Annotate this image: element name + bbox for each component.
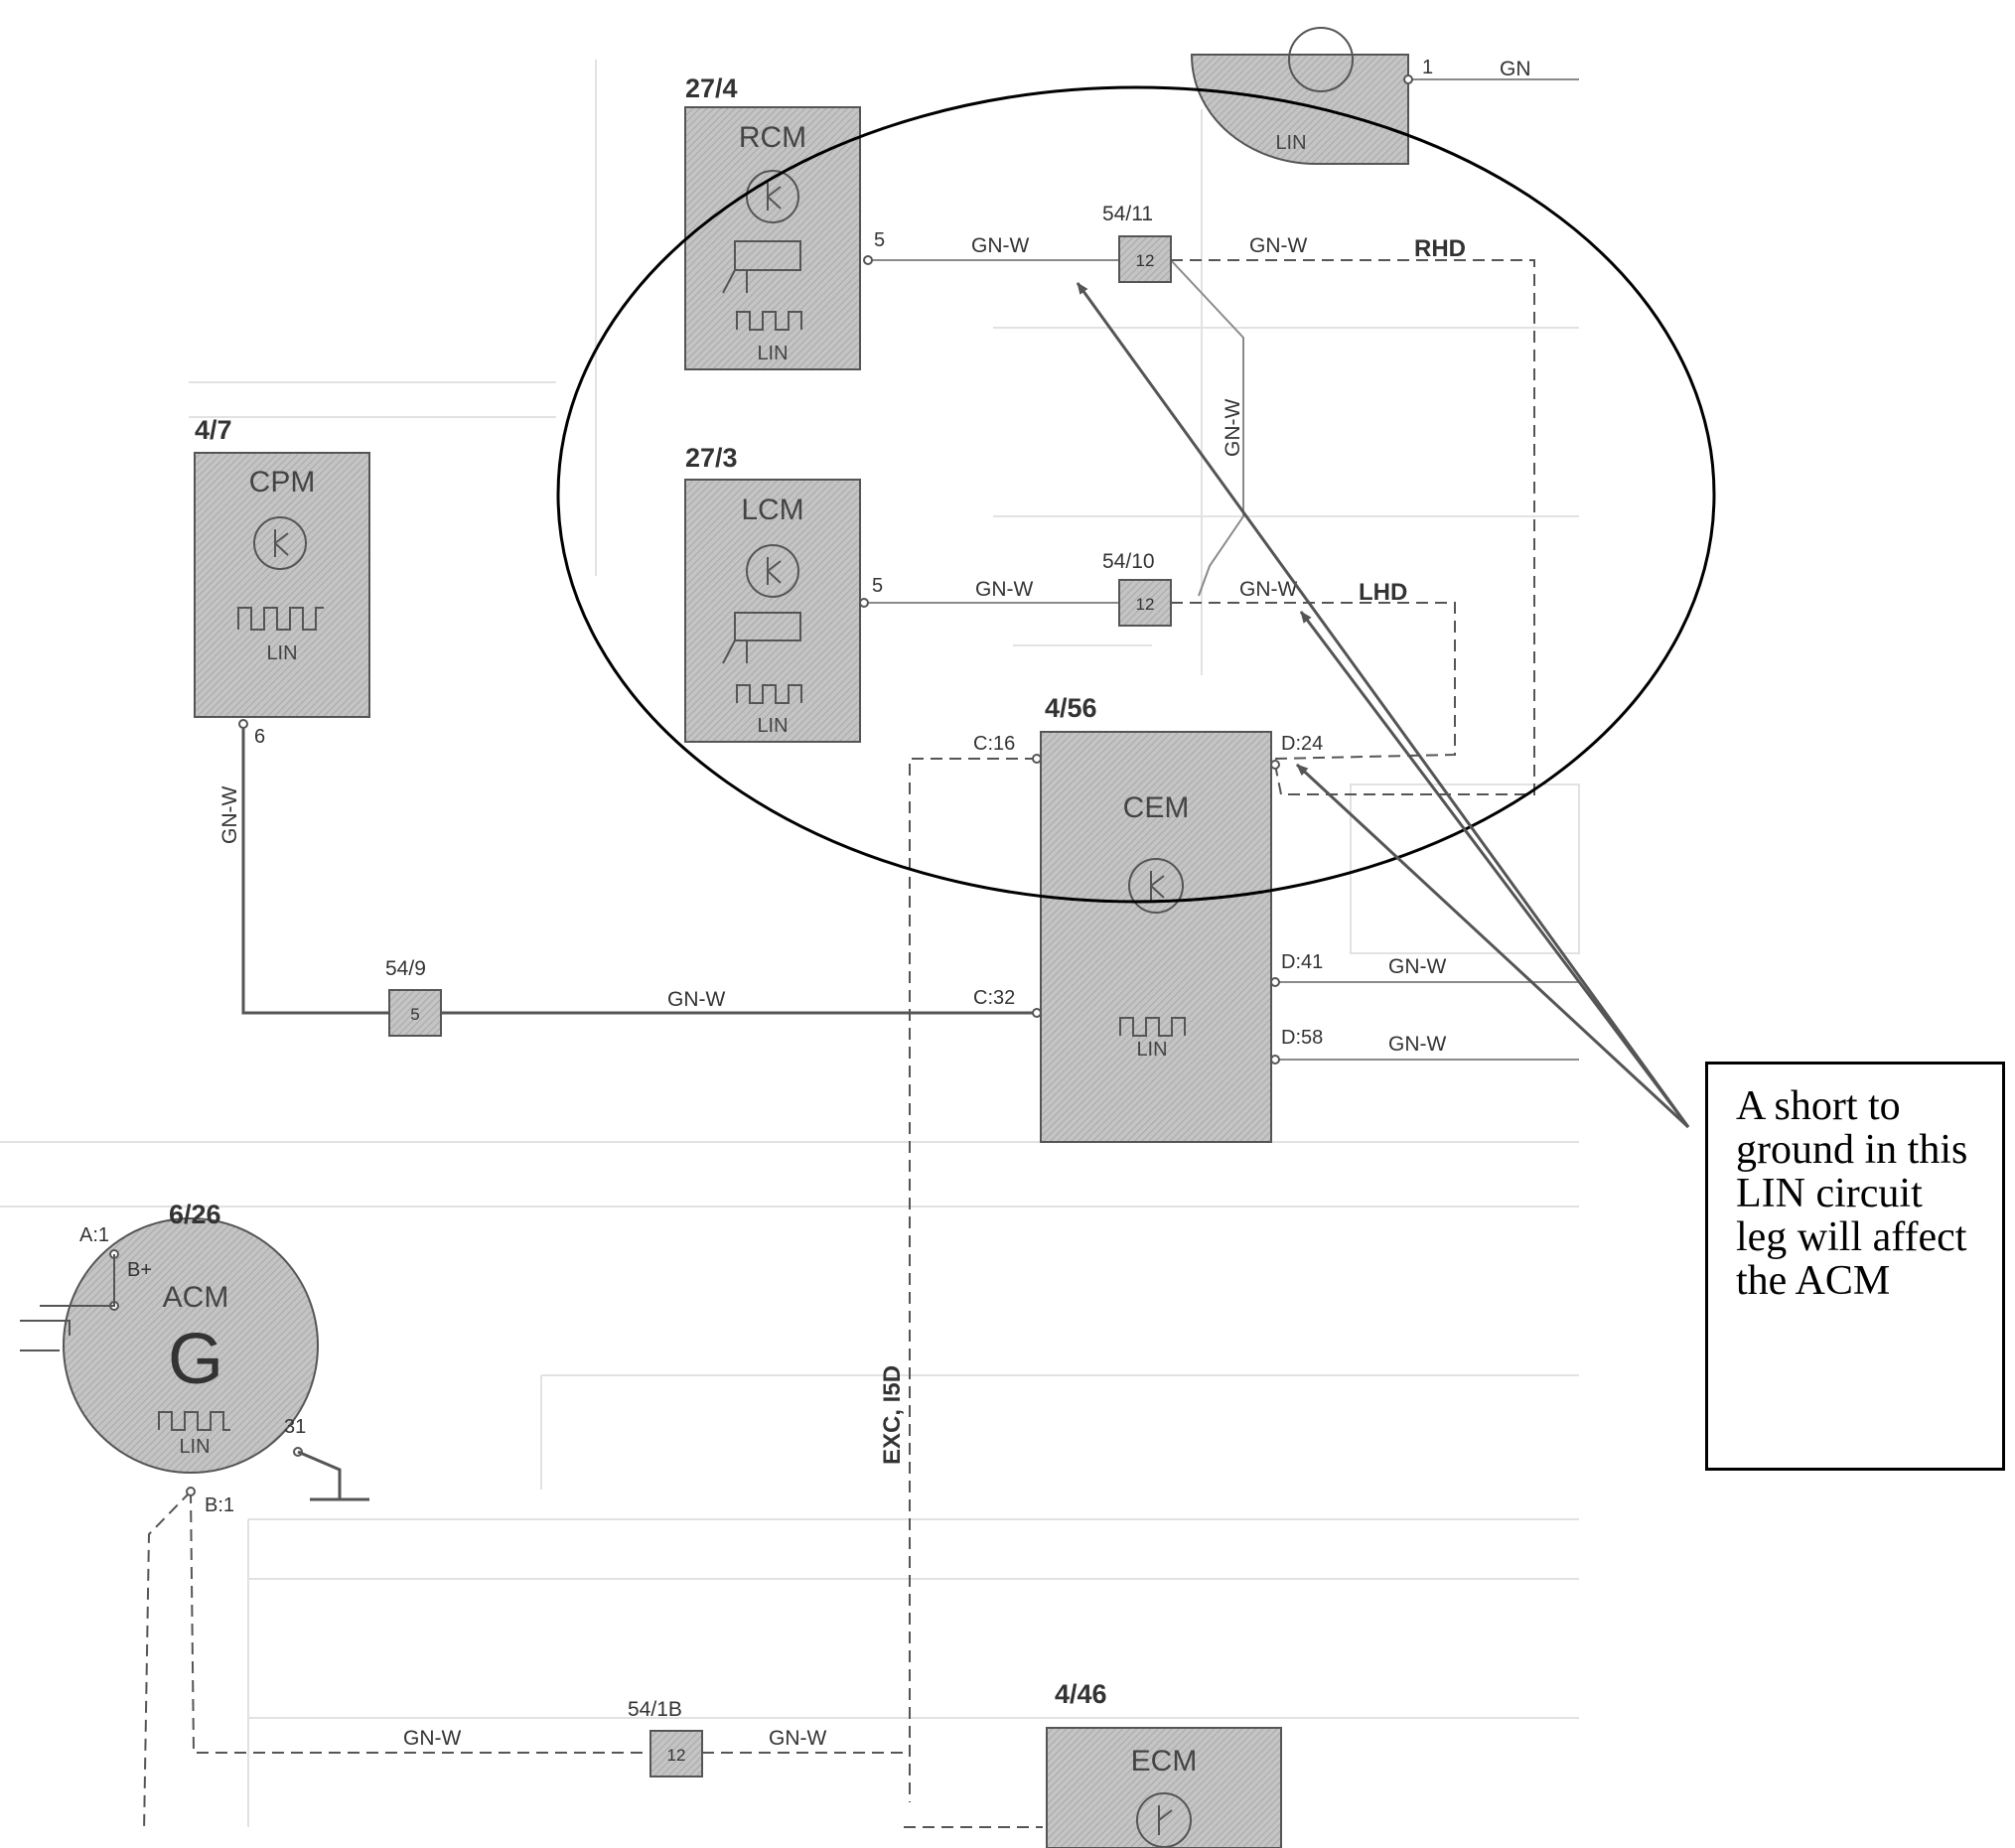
connector-54-9-ref: 54/9 — [385, 957, 426, 980]
transistor-icon — [1136, 1792, 1192, 1848]
connector-54-9: 5 — [388, 989, 442, 1037]
pulse-icon — [736, 311, 802, 331]
wire-label: GN-W — [1249, 234, 1307, 257]
wire-label: GN-W — [218, 786, 241, 844]
connector-54-10-ref: 54/10 — [1102, 550, 1155, 573]
pin-cem-c32: C:32 — [973, 987, 1015, 1009]
module-acm: ACM G LIN — [20, 1217, 369, 1501]
module-lcm-ref: 27/3 — [685, 443, 738, 473]
highlight-ellipse — [556, 85, 1716, 904]
transistor-icon — [746, 544, 799, 598]
svg-text:LIN: LIN — [1136, 1039, 1167, 1061]
pulse-icon — [1119, 1017, 1186, 1037]
relay-icon — [722, 240, 801, 294]
module-partial-top: LIN — [1190, 27, 1413, 165]
wire-label-partial: GN — [1500, 58, 1531, 80]
pin-acm-bplus: B+ — [127, 1259, 152, 1281]
pin-cpm: 6 — [254, 726, 265, 748]
pin-acm-31: 31 — [284, 1416, 306, 1438]
pulse-icon — [736, 684, 802, 704]
module-cem-name: CEM — [1123, 791, 1190, 824]
connector-54-10: 12 — [1118, 579, 1172, 627]
module-ecm-name: ECM — [1131, 1745, 1198, 1777]
wire-label: GN-W — [1388, 955, 1446, 978]
ground-icon — [297, 1450, 369, 1501]
connector-54-1b: 12 — [649, 1730, 703, 1777]
wire-label: GN-W — [1222, 399, 1244, 457]
wires-solid — [864, 78, 1579, 1061]
pin-cem-d58: D:58 — [1281, 1027, 1323, 1049]
wires-dashed — [143, 259, 1535, 1833]
pin-cem-d24: D:24 — [1281, 733, 1323, 755]
pulse-icon — [158, 1411, 230, 1431]
pulse-icon — [237, 607, 324, 631]
module-cem: CEM LIN — [1032, 731, 1280, 1143]
module-ecm-ref: 4/46 — [1055, 1679, 1107, 1709]
transistor-icon — [1128, 858, 1184, 914]
pin-acm-b1: B:1 — [205, 1494, 234, 1516]
wire-label: GN-W — [403, 1727, 461, 1750]
pin-acm-a1: A:1 — [79, 1224, 109, 1246]
svg-text:LIN: LIN — [1275, 132, 1306, 154]
pin-cem-d41: D:41 — [1281, 951, 1323, 973]
svg-text:LIN: LIN — [179, 1436, 210, 1458]
module-acm-ref: 6/26 — [169, 1200, 221, 1229]
generator-symbol: G — [168, 1320, 223, 1399]
svg-text:LIN: LIN — [757, 715, 788, 737]
callout-arrows — [1076, 282, 1690, 1129]
wire-label: GN-W — [975, 578, 1033, 601]
wire-label: GN-W — [1239, 578, 1297, 601]
wire-label: GN-W — [769, 1727, 826, 1750]
connector-54-11-ref: 54/11 — [1102, 203, 1153, 225]
svg-text:12: 12 — [1136, 595, 1155, 614]
svg-text:LIN: LIN — [757, 343, 788, 364]
wire-label: GN-W — [1388, 1033, 1446, 1056]
transistor-icon — [746, 170, 799, 223]
svg-text:LIN: LIN — [266, 642, 297, 664]
variant-lhd: LHD — [1359, 579, 1407, 606]
background-traces — [0, 60, 1580, 1827]
module-rcm-name: RCM — [739, 121, 806, 154]
variant-exc: EXC, I5D — [879, 1365, 906, 1465]
svg-text:12: 12 — [667, 1746, 686, 1765]
transistor-icon — [253, 516, 307, 570]
connector-54-1b-ref: 54/1B — [628, 1698, 682, 1721]
module-rcm-ref: 27/4 — [685, 73, 738, 103]
wire-label: GN-W — [667, 988, 725, 1011]
pin-rcm: 5 — [874, 229, 885, 251]
connector-54-11: 12 — [1118, 235, 1172, 283]
module-ecm: ECM — [1046, 1727, 1282, 1848]
pin-partial: 1 — [1422, 57, 1433, 78]
pin-cem-c16: C:16 — [973, 733, 1015, 755]
module-cem-ref: 4/56 — [1045, 693, 1097, 723]
module-lcm: LCM LIN — [684, 479, 869, 743]
module-rcm: RCM LIN — [684, 106, 873, 370]
relay-icon — [722, 612, 801, 664]
module-acm-name: ACM — [163, 1281, 229, 1314]
callout-note: A short to ground in this LIN circuit le… — [1705, 1062, 2005, 1471]
module-cpm-ref: 4/7 — [195, 415, 232, 445]
module-cpm-name: CPM — [249, 466, 316, 498]
svg-text:5: 5 — [410, 1005, 419, 1024]
module-lcm-name: LCM — [741, 494, 803, 526]
svg-text:12: 12 — [1136, 251, 1155, 270]
variant-rhd: RHD — [1414, 235, 1466, 262]
pin-lcm: 5 — [872, 575, 883, 597]
wire-label: GN-W — [971, 234, 1029, 257]
module-cpm: CPM LIN — [194, 452, 370, 729]
